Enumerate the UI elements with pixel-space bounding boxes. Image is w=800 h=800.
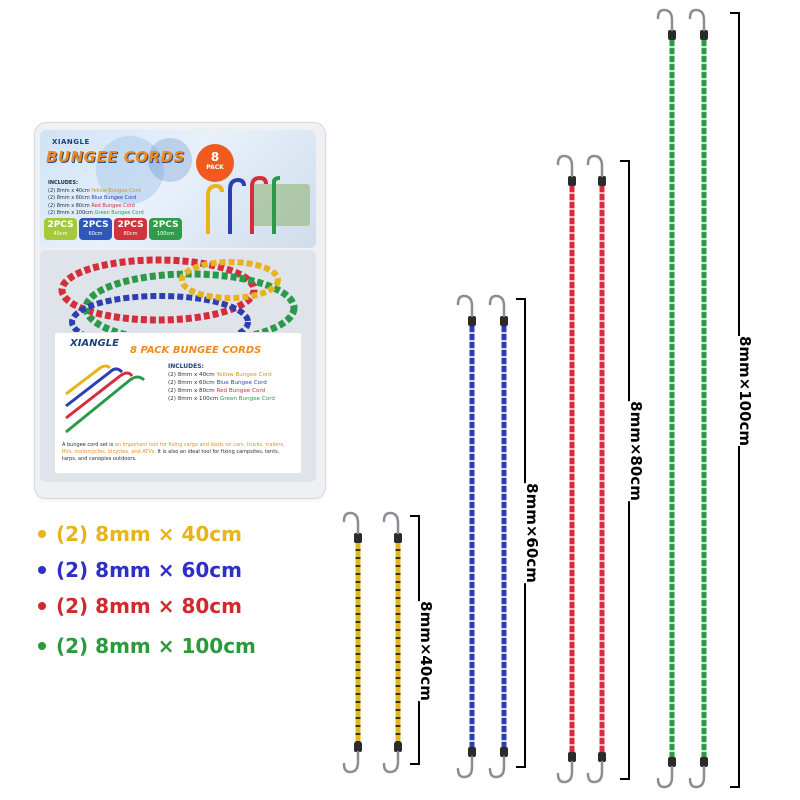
package-subtitle: 8 PACK BUNGEE CORDS xyxy=(130,345,262,356)
brand-logo-top: XIANGLE xyxy=(52,138,90,146)
cord-clamp xyxy=(700,757,708,767)
badge-number: 8 xyxy=(210,150,220,164)
cord-clamp xyxy=(598,176,606,186)
dimension-tick xyxy=(516,298,526,300)
metal-hook-icon xyxy=(656,765,674,789)
header-hooks-illustration xyxy=(206,176,281,234)
includes-label: INCLUDES: xyxy=(168,363,204,370)
cord-clamp xyxy=(354,742,362,752)
pcs-tile-60: 2PCS 60cm xyxy=(79,218,112,240)
metal-hook-icon xyxy=(688,765,706,789)
cord-clamp xyxy=(394,533,402,543)
package-description: A bungee cord set is an important tool f… xyxy=(62,442,285,462)
cord-clamp xyxy=(700,30,708,40)
includes-row: (2) 8mm x 40cm Yellow Bungee Cord xyxy=(168,372,272,378)
cord-clamp xyxy=(568,176,576,186)
bullet-dot-icon xyxy=(38,641,46,650)
metal-hook-icon xyxy=(342,511,360,535)
brand-logo-bottom: XIANGLE xyxy=(70,338,119,349)
cord-clamp xyxy=(568,752,576,762)
dimension-tick xyxy=(620,778,630,780)
pack-count-badge: 8 PACK xyxy=(196,144,234,182)
includes-row: (2) 8mm x 40cm Yellow Bungee Cord xyxy=(48,187,141,194)
metal-hook-icon xyxy=(382,511,400,535)
legend-item-80cm: (2) 8mm × 80cm xyxy=(38,594,242,618)
metal-hook-icon xyxy=(556,760,574,784)
bullet-dot-icon xyxy=(38,565,46,574)
metal-hook-icon xyxy=(586,760,604,784)
dimension-tick xyxy=(410,515,420,517)
legend-item-40cm: (2) 8mm × 40cm xyxy=(38,522,242,546)
cord-clamp xyxy=(354,533,362,543)
bullet-dot-icon xyxy=(38,529,46,538)
dimension-label-40cm: 8mm×40cm xyxy=(414,601,437,701)
includes-row: (2) 8mm x 80cm Red Bungee Cord xyxy=(48,202,135,209)
package-title: BUNGEE CORDS xyxy=(46,148,185,166)
dimension-tick xyxy=(410,763,420,765)
cord-clamp xyxy=(668,757,676,767)
includes-label: INCLUDES: xyxy=(48,180,78,186)
legend-item-100cm: (2) 8mm × 100cm xyxy=(38,634,256,658)
dimension-tick xyxy=(730,12,740,14)
cord-clamp xyxy=(668,30,676,40)
dimension-label-80cm: 8mm×80cm xyxy=(624,401,647,501)
includes-row: (2) 8mm x 100cm Green Bungee Cord xyxy=(168,396,275,402)
bungee-cord xyxy=(656,8,676,789)
metal-hook-icon xyxy=(456,294,474,318)
bungee-cord xyxy=(556,154,576,784)
metal-hook-icon xyxy=(688,8,706,32)
metal-hook-icon xyxy=(656,8,674,32)
cord-clamp xyxy=(500,316,508,326)
cord-clamp xyxy=(598,752,606,762)
includes-list-bottom: INCLUDES: (2) 8mm x 40cm Yellow Bungee C… xyxy=(168,363,275,403)
bungee-cord xyxy=(488,294,508,779)
bungee-cord xyxy=(342,511,362,774)
cord-clamp xyxy=(468,747,476,757)
cord-clamp xyxy=(468,316,476,326)
badge-word: PACK xyxy=(206,164,224,171)
dimension-tick xyxy=(730,786,740,788)
metal-hook-icon xyxy=(456,755,474,779)
legend-item-60cm: (2) 8mm × 60cm xyxy=(38,558,242,582)
includes-row: (2) 8mm x 60cm Blue Bungee Cord xyxy=(48,195,137,201)
dimension-label-60cm: 8mm×60cm xyxy=(520,483,543,583)
bungee-cord xyxy=(586,154,606,784)
pcs-tile-80: 2PCS 80cm xyxy=(114,218,147,240)
pcs-tile-40: 2PCS 40cm xyxy=(44,218,77,240)
package-info-card xyxy=(54,332,302,474)
metal-hook-icon xyxy=(488,755,506,779)
bullet-dot-icon xyxy=(38,601,46,610)
metal-hook-icon xyxy=(586,154,604,178)
pcs-tile-100: 2PCS 100cm xyxy=(149,218,182,240)
includes-row: (2) 8mm x 60cm Blue Bungee Cord xyxy=(168,380,267,386)
dimension-tick xyxy=(516,766,526,768)
includes-list-top: INCLUDES: (2) 8mm x 40cm Yellow Bungee C… xyxy=(48,180,144,218)
bungee-cord xyxy=(688,8,708,789)
metal-hook-icon xyxy=(556,154,574,178)
includes-row: (2) 8mm x 80cm Red Bungee Cord xyxy=(168,388,266,394)
cord-clamp xyxy=(394,742,402,752)
info-card-hooks-illustration xyxy=(65,364,146,434)
metal-hook-icon xyxy=(382,750,400,774)
includes-row: (2) 8mm x 100cm Green Bungee Cord xyxy=(48,210,144,216)
bungee-cord xyxy=(456,294,476,779)
dimension-tick xyxy=(620,160,630,162)
dimension-label-100cm: 8mm×100cm xyxy=(734,335,757,447)
metal-hook-icon xyxy=(488,294,506,318)
metal-hook-icon xyxy=(342,750,360,774)
bungee-cord xyxy=(382,511,402,774)
package-header-art xyxy=(96,136,310,226)
cord-clamp xyxy=(500,747,508,757)
